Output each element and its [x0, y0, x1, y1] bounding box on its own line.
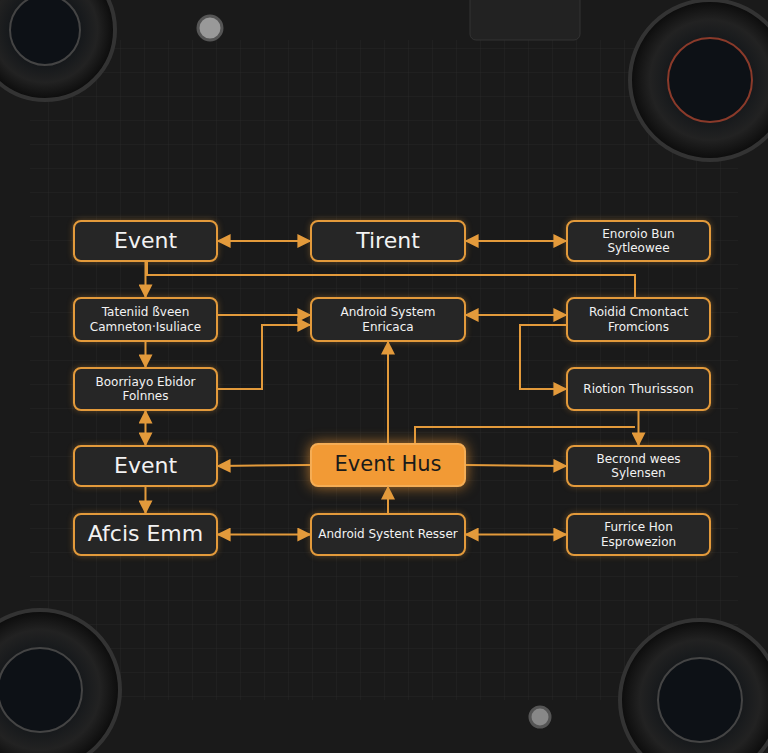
process-box: Furrice Hon Esprowezion	[566, 513, 711, 556]
arrow-connector	[218, 325, 310, 389]
camera-lens	[620, 620, 768, 753]
process-box: Event	[73, 445, 218, 487]
process-box: Afcis Emm	[73, 513, 218, 556]
arrow-connector	[466, 465, 566, 466]
arrow-connector	[145, 487, 147, 513]
camera-lens	[630, 0, 768, 160]
node-label: Android System Enricaca	[318, 305, 458, 334]
arrow-connector	[218, 314, 310, 316]
process-box: Android Systent Resser	[310, 513, 466, 556]
process-box: Tateniid ßveen Camneton·Isuliace	[73, 297, 218, 342]
arrow-connector	[218, 240, 310, 242]
node-label: Event	[114, 228, 177, 254]
arrow-connector	[218, 465, 310, 466]
node-label: Enoroio Bun Sytleowee	[574, 227, 703, 256]
process-box: Tirent	[310, 220, 466, 262]
node-label: Roidid Cmontact Fromcions	[574, 305, 703, 334]
arrow-connector	[387, 342, 389, 443]
process-box: Event	[73, 220, 218, 262]
arrow-connector	[520, 325, 566, 389]
node-label: Boorriayo Ebidor Folnnes	[81, 375, 210, 404]
process-box: Riotion Thurissson	[566, 367, 711, 411]
arrow-connector	[466, 534, 566, 536]
node-label: Riotion Thurissson	[583, 382, 693, 396]
grid-panel	[30, 40, 738, 700]
camera-lens	[0, 610, 120, 753]
screw	[530, 707, 550, 727]
arrow-connector	[466, 240, 566, 242]
arrow-connector	[638, 411, 640, 445]
node-label: Afcis Emm	[88, 521, 203, 547]
process-box: Enoroio Bun Sytleowee	[566, 220, 711, 262]
arrow-connector	[145, 262, 147, 297]
arrow-connector	[466, 314, 566, 316]
screw	[198, 16, 222, 40]
process-box: Becrond wees Sylensen	[566, 445, 711, 487]
hub-box: Event Hus	[310, 443, 466, 487]
arrow-connector	[387, 487, 389, 513]
camera-body	[470, 0, 580, 40]
process-box: Roidid Cmontact Fromcions	[566, 297, 711, 342]
node-label: Furrice Hon Esprowezion	[574, 520, 703, 549]
node-label: Event Hus	[335, 452, 442, 477]
connector-line	[147, 262, 635, 443]
node-label: Tirent	[356, 228, 420, 254]
process-box: Boorriayo Ebidor Folnnes	[73, 367, 218, 411]
node-label: Tateniid ßveen Camneton·Isuliace	[81, 305, 210, 334]
node-label: Becrond wees Sylensen	[574, 452, 703, 481]
node-label: Android Systent Resser	[318, 527, 457, 541]
arrow-connector	[145, 342, 147, 367]
process-box: Android System Enricaca	[310, 297, 466, 342]
arrow-connector	[145, 411, 147, 445]
node-label: Event	[114, 453, 177, 479]
camera-lens	[0, 0, 115, 100]
arrow-connector	[218, 534, 310, 536]
